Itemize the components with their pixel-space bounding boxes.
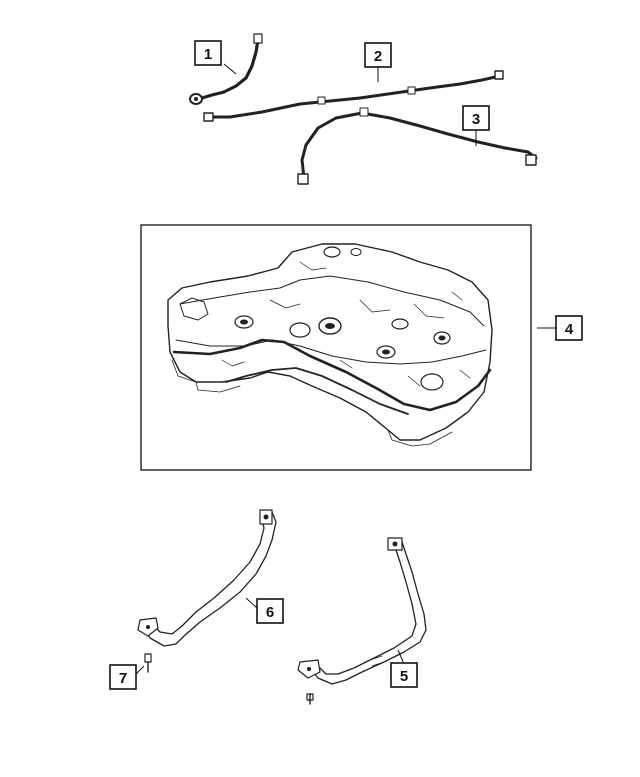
- callout-1: 1: [194, 40, 222, 66]
- part-7-bolt: [144, 653, 152, 673]
- callout-5: 5: [390, 662, 418, 688]
- svg-text:2: 2: [374, 48, 382, 65]
- svg-text:7: 7: [119, 670, 127, 687]
- svg-text:1: 1: [204, 46, 212, 63]
- part-3-tube: [297, 107, 538, 185]
- callout-3: 3: [462, 105, 490, 131]
- part-4-frame: [140, 224, 532, 471]
- part-4-fuel-tank: [167, 243, 493, 447]
- callout-6: 6: [256, 598, 284, 624]
- leader-1: [223, 63, 237, 75]
- callout-4: 4: [555, 315, 583, 341]
- callout-7: 7: [109, 664, 137, 690]
- part-1-hose: [189, 33, 263, 105]
- svg-text:3: 3: [472, 111, 480, 128]
- part-6-strap: [137, 509, 277, 647]
- leader-5: [397, 649, 405, 665]
- callout-2: 2: [364, 42, 392, 68]
- part-5-strap: [297, 537, 427, 685]
- svg-text:5: 5: [400, 668, 408, 685]
- part-2-tube: [203, 70, 504, 122]
- part-5-bolt: [306, 693, 314, 705]
- svg-text:6: 6: [266, 604, 274, 621]
- svg-text:4: 4: [565, 321, 574, 338]
- leader-6: [245, 597, 259, 610]
